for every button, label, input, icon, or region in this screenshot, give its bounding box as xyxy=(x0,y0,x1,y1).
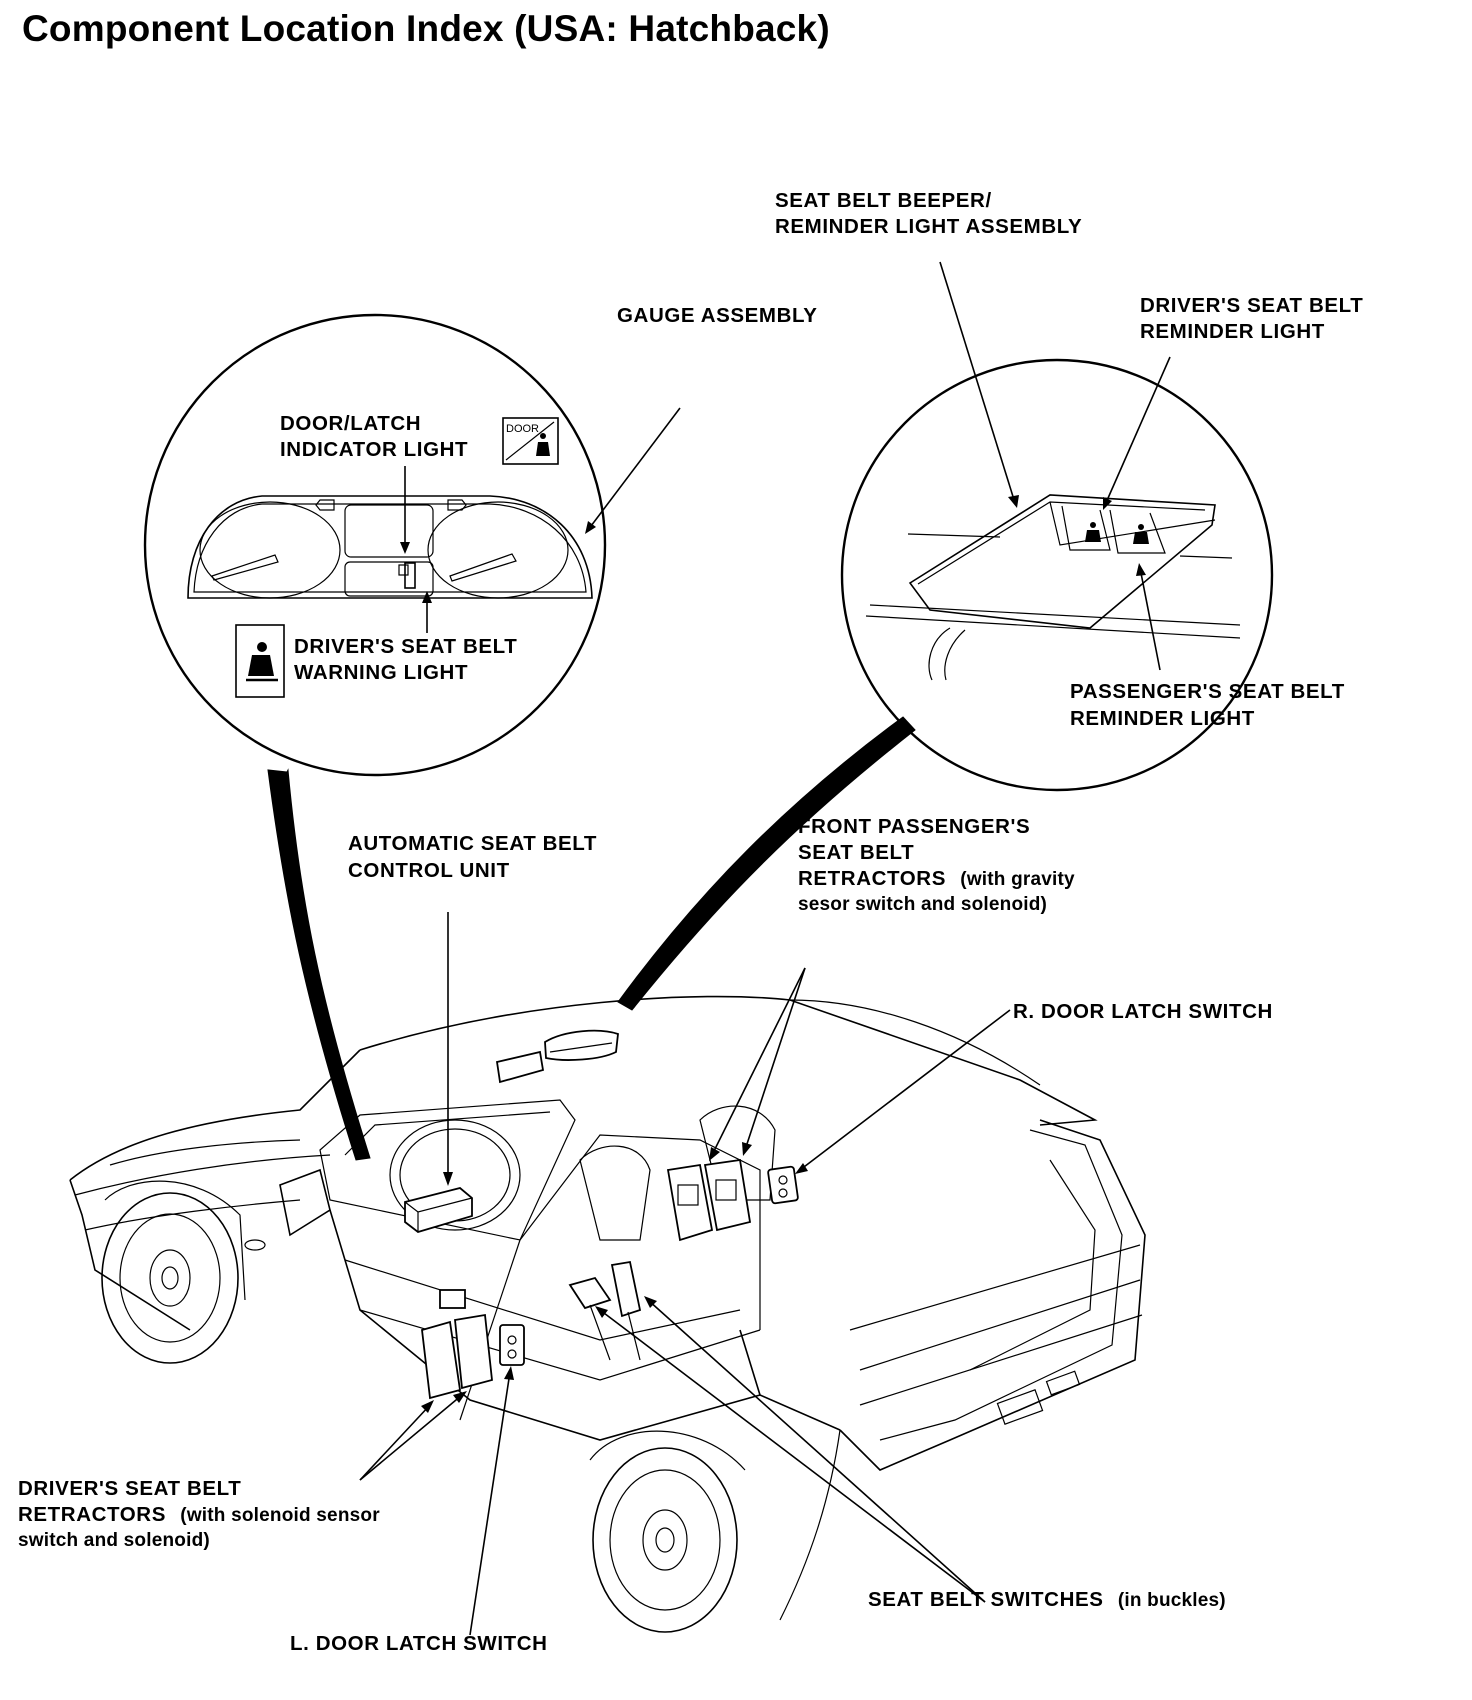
front-wheel xyxy=(101,1180,246,1364)
driver-retractors-part xyxy=(421,1289,493,1400)
leader-lines xyxy=(359,912,1011,1636)
page-title: Component Location Index (USA: Hatchback… xyxy=(22,8,830,49)
r-door-latch-part xyxy=(767,1165,799,1205)
label-door-latch-indicator: DOOR/LATCH INDICATOR LIGHT xyxy=(280,412,468,461)
label-passengers-reminder-light: PASSENGER'S SEAT BELT REMINDER LIGHT xyxy=(1070,680,1351,730)
label-seat-belt-beeper: SEAT BELT BEEPER/ REMINDER LIGHT ASSEMBL… xyxy=(775,189,1082,238)
rear-wheel xyxy=(589,1430,746,1633)
seatbelt-person-icon xyxy=(235,624,285,698)
label-seat-belt-switches: SEAT BELT SWITCHES (in buckles) xyxy=(868,1588,1226,1611)
svg-text:DOOR: DOOR xyxy=(506,423,539,435)
beeper-housing xyxy=(908,494,1216,629)
seat-belt-buckles-part xyxy=(568,1260,642,1361)
label-front-passengers-retractors: FRONT PASSENGER'S SEAT BELT RETRACTORS (… xyxy=(798,815,1081,915)
door-seatbelt-icon: DOOR xyxy=(502,417,559,465)
label-l-door-latch-switch: L. DOOR LATCH SWITCH xyxy=(290,1632,548,1655)
label-gauge-assembly: GAUGE ASSEMBLY xyxy=(617,304,818,327)
gauge-detail-circle: DOOR xyxy=(143,313,681,1161)
gauge-cluster xyxy=(187,495,593,599)
label-drivers-retractors: DRIVER'S SEAT BELT RETRACTORS (with sole… xyxy=(18,1477,386,1551)
label-drivers-warning-light: DRIVER'S SEAT BELT WARNING LIGHT xyxy=(294,635,524,684)
l-door-latch-part xyxy=(499,1324,525,1366)
label-automatic-control-unit: AUTOMATIC SEAT BELT CONTROL UNIT xyxy=(348,832,603,882)
passenger-retractors-part xyxy=(666,1158,752,1242)
control-unit-part xyxy=(404,1187,473,1233)
label-drivers-reminder-light: DRIVER'S SEAT BELT REMINDER LIGHT xyxy=(1140,294,1370,343)
beeper-detail-circle xyxy=(617,261,1274,1011)
beeper-assembly-part xyxy=(495,1029,619,1084)
car-hatchback-drawing xyxy=(69,995,1146,1633)
label-r-door-latch-switch: R. DOOR LATCH SWITCH xyxy=(1013,1000,1273,1023)
